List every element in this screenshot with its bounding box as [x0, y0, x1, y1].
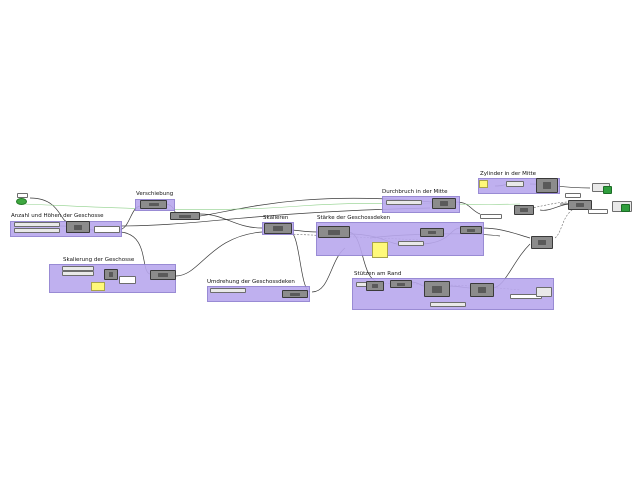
group-title-anzahl: Anzahl und Höhen der Geschosse — [11, 213, 104, 219]
group-title-verschiebung: Verschiebung — [136, 191, 174, 197]
column-point-component[interactable] — [424, 281, 450, 297]
slider-opening[interactable] — [386, 200, 422, 205]
move-vector-component[interactable] — [170, 212, 200, 220]
union-component[interactable] — [568, 200, 592, 210]
column-slider-c[interactable] — [430, 302, 466, 307]
output-panel[interactable] — [94, 226, 120, 233]
slider-scale-a[interactable] — [62, 266, 94, 271]
preview-panel-top[interactable] — [565, 193, 581, 198]
group-title-skalieren: Skalieren — [263, 215, 289, 221]
group-title-skalierung: Skalierung der Geschosse — [63, 257, 135, 263]
wire — [119, 207, 431, 227]
scale-note[interactable] — [91, 282, 105, 291]
series-component[interactable] — [66, 221, 90, 233]
slider-thickness[interactable] — [398, 241, 424, 246]
wire-dashed — [554, 203, 591, 239]
scale-panel[interactable] — [119, 276, 136, 284]
wire — [539, 203, 571, 211]
thickness-component[interactable] — [420, 228, 444, 237]
rotate-component[interactable] — [282, 290, 308, 298]
scale-output-component[interactable] — [150, 270, 176, 280]
extrude-component[interactable] — [318, 226, 350, 238]
wire — [479, 227, 531, 239]
opening-component[interactable] — [432, 198, 456, 209]
preview-panel-right[interactable] — [588, 209, 608, 214]
solid-union-component[interactable] — [531, 236, 553, 249]
column-divide-component[interactable] — [366, 281, 384, 291]
scale-graph-component[interactable] — [104, 269, 118, 280]
wire — [289, 229, 319, 233]
wire — [175, 231, 263, 277]
column-output-panel[interactable] — [536, 287, 552, 297]
wire — [199, 213, 263, 229]
slider-scale-b[interactable] — [62, 271, 94, 276]
wire-dashed — [519, 201, 571, 211]
scale-component[interactable] — [264, 223, 292, 234]
group-title-umdrehung: Umdrehung der Geschossdeken — [207, 279, 295, 285]
bake-icon-right[interactable] — [621, 204, 630, 212]
bake-icon-top[interactable] — [603, 186, 612, 194]
group-title-durchbruch: Durchbruch in der Mitte — [382, 189, 448, 195]
group-title-staerke: Stärke der Geschossdeken — [317, 215, 391, 221]
toggle-icon[interactable] — [16, 198, 27, 205]
cylinder-component[interactable] — [536, 178, 558, 193]
column-curve-component[interactable] — [390, 280, 412, 288]
slider-rotation[interactable] — [210, 288, 246, 293]
cylinder-panel[interactable] — [506, 181, 524, 187]
slider-floors[interactable] — [14, 222, 60, 227]
merge-panel[interactable] — [480, 214, 502, 219]
move-component[interactable] — [140, 200, 167, 209]
merge-component[interactable] — [514, 205, 534, 215]
column-extrude-component[interactable] — [470, 283, 494, 297]
group-title-zylinder: Zylinder in der Mitte — [480, 171, 537, 177]
slider-height[interactable] — [14, 228, 60, 233]
toggle-label[interactable] — [17, 193, 28, 198]
boolean-component[interactable] — [460, 226, 482, 234]
group-title-stuetzen: Stützen am Rand — [354, 271, 402, 277]
thickness-note[interactable] — [372, 242, 388, 258]
cylinder-note[interactable] — [479, 180, 488, 188]
